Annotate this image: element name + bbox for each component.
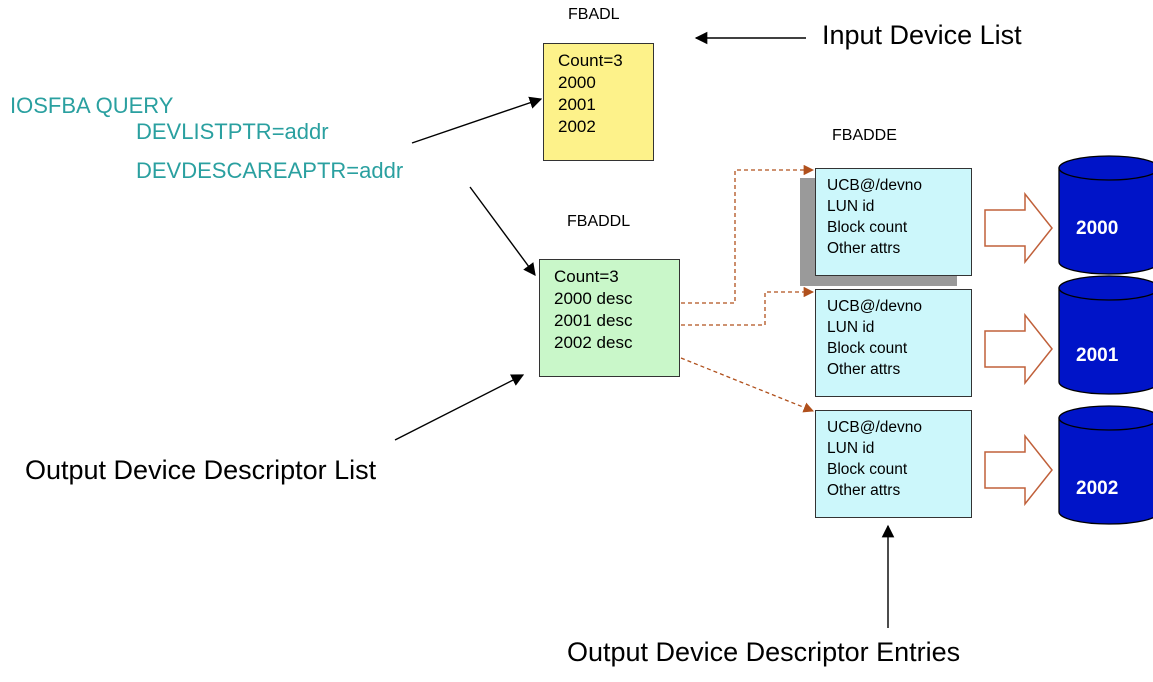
fbadl-box: Count=3 2000 2001 2002	[543, 43, 654, 161]
disk-label-2002: 2002	[1076, 478, 1118, 499]
disk-label-2000: 2000	[1076, 218, 1118, 239]
macro-line-1: IOSFBA QUERY	[10, 93, 174, 118]
fbadde-field: Other attrs	[827, 482, 901, 499]
fbadde-box-3: UCB@/devno LUN id Block count Other attr…	[815, 410, 972, 518]
fbadde-title: FBADDE	[832, 127, 897, 144]
desc-2002-pointer	[680, 357, 814, 413]
fbadde-field: Other attrs	[827, 361, 901, 378]
output-device-descriptor-list-label: Output Device Descriptor List	[25, 455, 377, 485]
fbadde-field: Block count	[827, 340, 908, 357]
fbadde-box-2: UCB@/devno LUN id Block count Other attr…	[815, 289, 972, 397]
fbadde-field: LUN id	[827, 198, 875, 215]
fbaddl-entry: 2000 desc	[554, 289, 633, 308]
fbadde-field: LUN id	[827, 440, 875, 457]
output-device-descriptor-entries-label: Output Device Descriptor Entries	[567, 637, 961, 667]
fbadde-field: UCB@/devno	[827, 177, 922, 194]
hollow-arrow-2002	[984, 433, 1053, 507]
macro-line-3: DEVDESCAREAPTR=addr	[136, 158, 404, 183]
desc-2001-pointer	[681, 286, 815, 326]
fbadl-entry: 2002	[558, 117, 596, 136]
fbadde-field: Other attrs	[827, 240, 901, 257]
fbaddl-title: FBADDL	[567, 213, 631, 230]
fbadl-title: FBADL	[568, 6, 620, 23]
fbaddl-count: Count=3	[554, 267, 619, 286]
disk-label-2001: 2001	[1076, 345, 1119, 366]
fbadde-field: UCB@/devno	[827, 419, 922, 436]
hollow-arrow-2000	[984, 191, 1053, 265]
input-device-list-label: Input Device List	[822, 20, 1022, 50]
output-list-arrow	[394, 374, 525, 441]
fbadde-field: Block count	[827, 461, 908, 478]
desc-2000-pointer	[681, 164, 815, 304]
macro-line-2: DEVLISTPTR=addr	[136, 119, 329, 144]
fbaddl-entry: 2002 desc	[554, 333, 633, 352]
devlistptr-arrow	[411, 96, 543, 144]
fbadde-field: Block count	[827, 219, 908, 236]
fbaddl-entry: 2001 desc	[554, 311, 633, 330]
devdescareaptr-arrow	[469, 186, 536, 277]
disk-cylinder-2001	[1058, 275, 1153, 395]
disk-cylinder-2000	[1058, 155, 1153, 275]
fbadl-entry: 2001	[558, 95, 596, 114]
fbadde-field: UCB@/devno	[827, 298, 922, 315]
fbadde-field: LUN id	[827, 319, 875, 336]
fbaddl-box: Count=3 2000 desc 2001 desc 2002 desc	[539, 259, 680, 377]
fbadl-count: Count=3	[558, 51, 623, 70]
disk-cylinder-2002	[1058, 405, 1153, 525]
hollow-arrow-2001	[984, 312, 1053, 386]
fbadde-box-1: UCB@/devno LUN id Block count Other attr…	[815, 168, 972, 276]
fbadl-entry: 2000	[558, 73, 596, 92]
